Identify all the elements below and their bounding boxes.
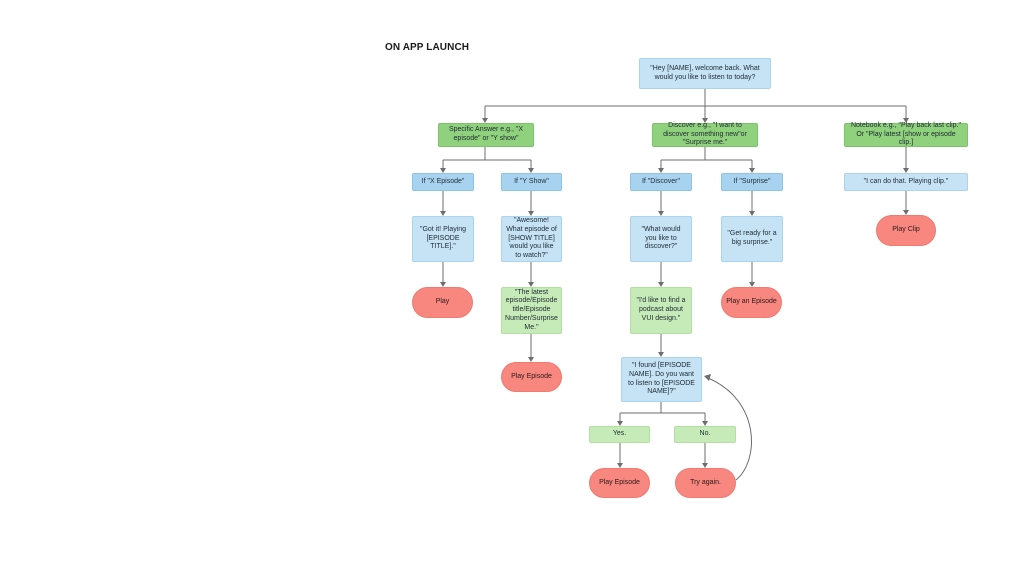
node-if-x-episode: If "X Episode" [412, 173, 474, 191]
node-yes: Yes. [589, 426, 650, 443]
node-try-again: Try again. [675, 468, 736, 498]
page-title: ON APP LAUNCH [385, 42, 470, 53]
node-notebook: Notebook e.g., "Play back last clip." Or… [844, 122, 968, 147]
node-found-episode: "I found [EPISODE NAME]. Do you want to … [621, 357, 702, 402]
node-latest-episode: "The latest episode/Episode title/Episod… [501, 287, 562, 334]
node-if-surprise: If "Surprise" [721, 173, 783, 191]
node-play-an-episode: Play an Episode [721, 287, 782, 318]
node-if-discover: If "Discover" [630, 173, 692, 191]
node-play-episode: Play Episode [501, 362, 562, 392]
node-what-discover: "What would you like to discover?" [630, 216, 692, 262]
node-get-ready: "Get ready for a big surprise." [721, 216, 783, 262]
node-play-clip: Play Clip [876, 215, 936, 246]
node-can-do: "I can do that. Playing clip." [844, 173, 968, 191]
node-no: No. [674, 426, 736, 443]
node-got-it: "Got it! Playing [EPISODE TITLE]." [412, 216, 474, 262]
node-play: Play [412, 287, 473, 318]
node-play-episode-yes: Play Episode [589, 468, 650, 498]
node-find-podcast: "I'd like to find a podcast about VUI de… [630, 287, 692, 334]
node-greeting: "Hey [NAME], welcome back. What would yo… [639, 58, 771, 89]
node-discover: Discover e.g., "I want to discover somet… [652, 122, 758, 147]
node-specific-answer: Specific Answer e.g., "X episode" or "Y … [438, 123, 534, 147]
node-awesome: "Awesome! What episode of [SHOW TITLE] w… [501, 216, 562, 262]
node-if-y-show: If "Y Show" [501, 173, 562, 191]
